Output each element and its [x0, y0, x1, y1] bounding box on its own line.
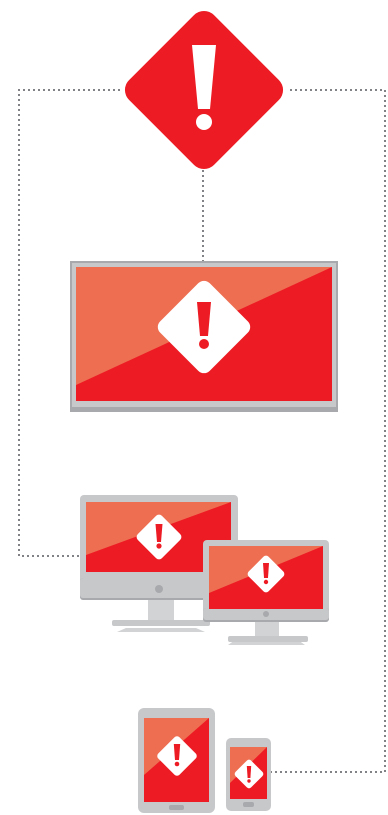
connector-source-to-mobile — [271, 90, 385, 772]
phone-device — [226, 738, 271, 811]
monitor-stand-left — [112, 600, 210, 632]
mobile-devices-node — [138, 708, 271, 813]
desktop-monitors-node — [80, 495, 329, 645]
monitor-stand-right — [228, 622, 308, 645]
tablet-device — [138, 708, 215, 813]
desktop-monitor-right — [203, 540, 329, 622]
alert-source-node — [119, 5, 289, 175]
connector-lines — [19, 90, 385, 772]
large-display-node — [70, 261, 338, 412]
